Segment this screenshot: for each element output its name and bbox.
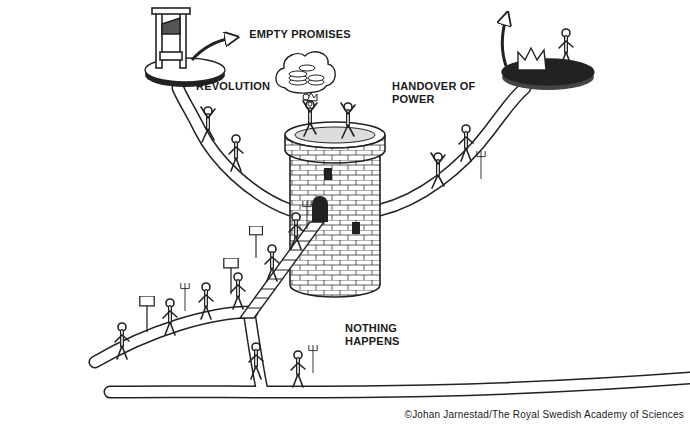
copyright-notice: ©Johan Jarnestad/The Royal Swedish Acade… (405, 408, 684, 421)
thought-bubble (276, 52, 335, 106)
guillotine-platform (145, 8, 232, 87)
illustration-label: EMPTY PROMISES (249, 28, 351, 41)
roads (95, 88, 690, 392)
tower (240, 93, 385, 318)
illustration-label: HANDOVER OF POWER (392, 80, 487, 106)
illustration-label: NOTHING HAPPENS (345, 322, 420, 348)
crowd (115, 107, 485, 387)
crown-platform (502, 18, 594, 90)
illustration-label: REVOLUTION (196, 80, 270, 93)
